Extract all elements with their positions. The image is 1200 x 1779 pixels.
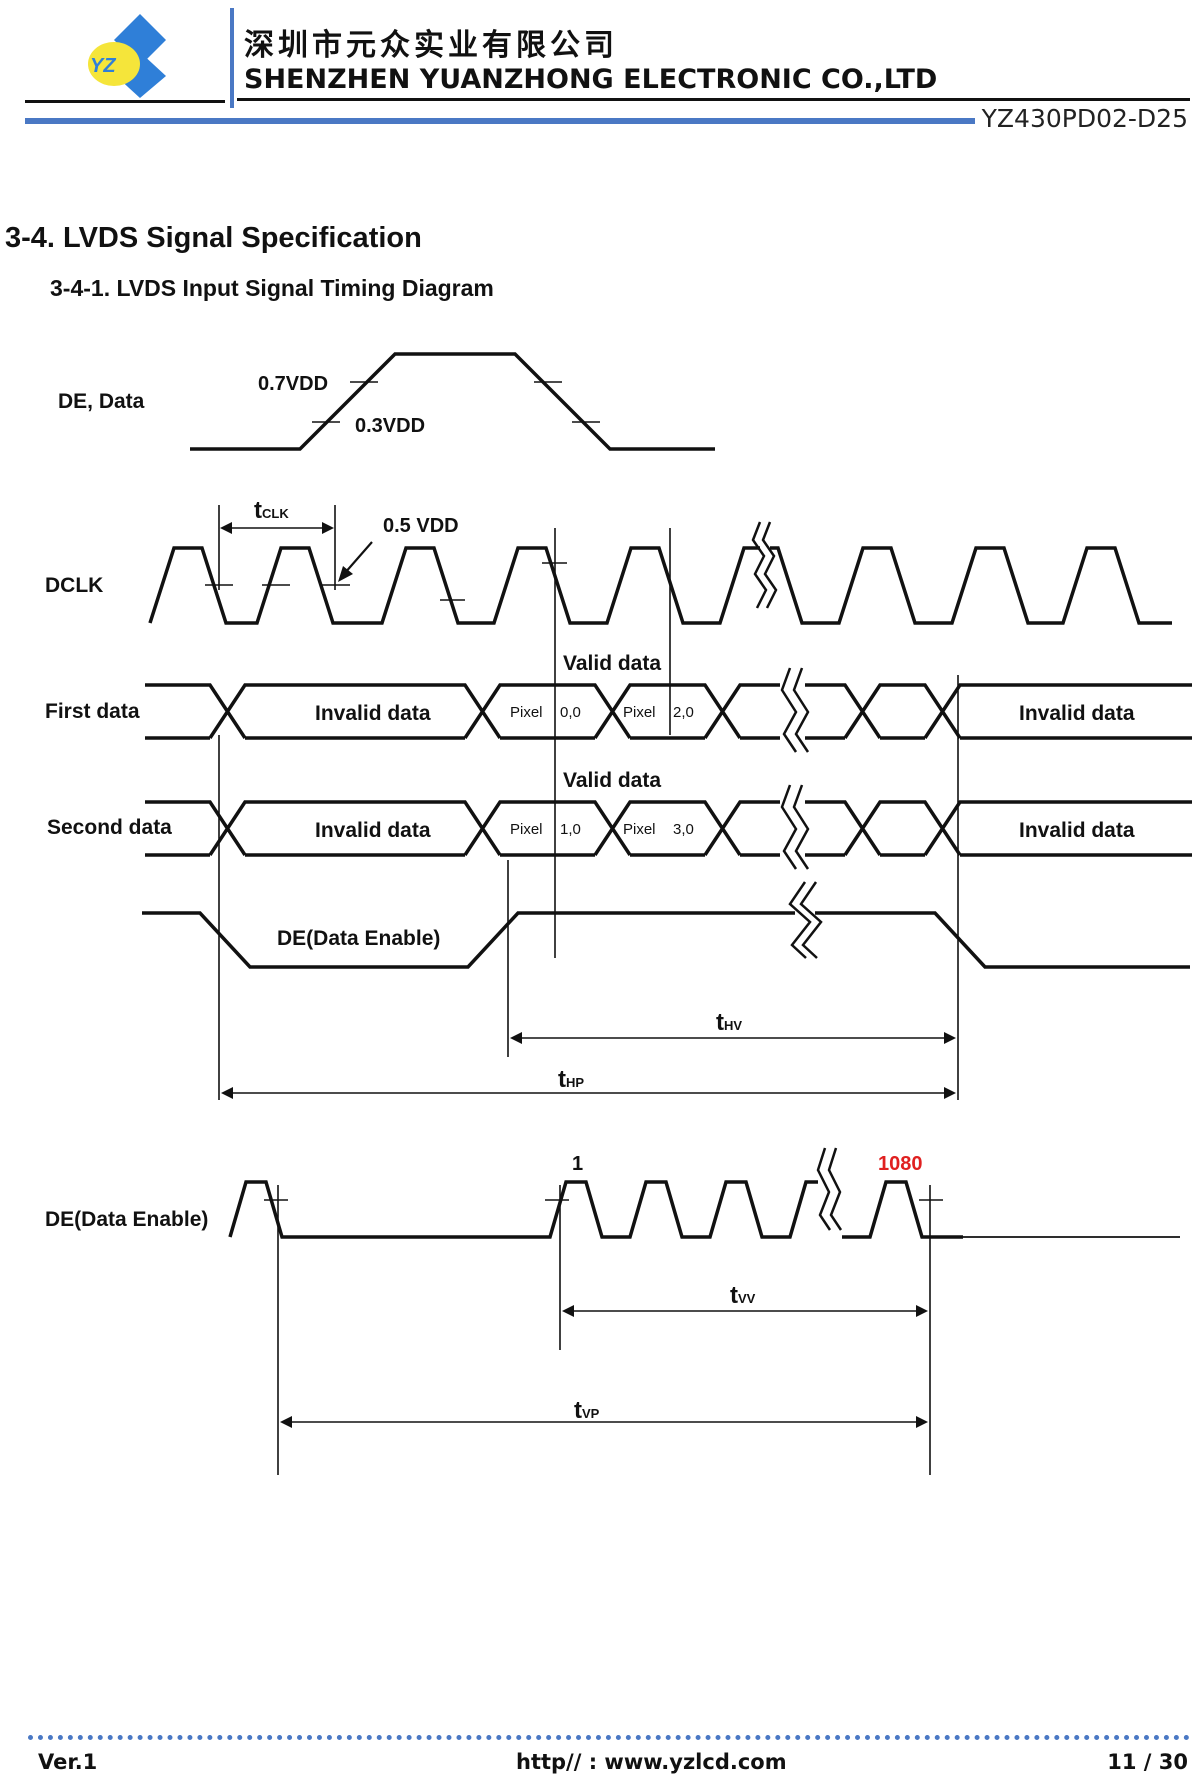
tvp-arrowhead-left: [280, 1416, 292, 1428]
second-data-pixel-10-word: Pixel: [510, 821, 543, 838]
dclk-trace-right: [770, 546, 1172, 625]
thv-label: tHV: [716, 1009, 742, 1036]
thv-arrowhead-left: [510, 1032, 522, 1044]
de-vertical-waveform: DE(Data Enable) 1 1080 tVV tVP: [45, 1147, 1180, 1475]
header-vertical-rule: [230, 8, 234, 108]
half-vdd-label: 0.5 VDD: [383, 515, 459, 537]
tvv-arrowhead-right: [916, 1305, 928, 1317]
header-rule-left: [25, 100, 225, 103]
first-data-waveform: First data Valid data Invalid data Pixel…: [45, 652, 1192, 753]
thp-label: tHP: [558, 1066, 584, 1093]
dclk-trace-left: [148, 546, 760, 625]
footer-version: Ver.1: [38, 1750, 98, 1774]
de-h-trace: [142, 911, 1190, 969]
half-vdd-pointer-head: [338, 566, 353, 582]
first-data-pixel-20-index: 2,0: [673, 704, 694, 721]
second-data-valid-label: Valid data: [563, 769, 661, 792]
de-data-waveform: DE, Data 0.7VDD 0.3VDD: [58, 352, 715, 451]
de-v-trace-left: [228, 1180, 818, 1239]
logo-sun: [88, 42, 140, 86]
first-data-break-mark: [780, 667, 810, 753]
thp-arrowhead-left: [221, 1087, 233, 1099]
de-v-last-line-label: 1080: [878, 1153, 923, 1175]
tvp-arrowhead-right: [916, 1416, 928, 1428]
header: YZ 深圳市元众实业有限公司 SHENZHEN YUANZHONG ELECTR…: [0, 0, 1200, 140]
tclk-label: tCLK: [254, 497, 289, 524]
dclk-break-mark-left: [751, 521, 768, 609]
first-data-invalid-left: Invalid data: [315, 702, 431, 725]
header-rule-right: [237, 98, 1190, 101]
header-blue-bar: [25, 118, 975, 124]
dclk-label: DCLK: [45, 574, 103, 597]
half-vdd-pointer: [343, 541, 373, 575]
second-data-invalid-left: Invalid data: [315, 819, 431, 842]
de-h-label: DE(Data Enable): [277, 927, 440, 950]
de-v-first-line-label: 1: [572, 1153, 583, 1175]
tclk-arrowhead-right: [322, 522, 334, 534]
tvv-arrowhead-left: [562, 1305, 574, 1317]
first-data-invalid-right: Invalid data: [1019, 702, 1135, 725]
first-data-pixel-20-word: Pixel: [623, 704, 656, 721]
thv-arrowhead-right: [944, 1032, 956, 1044]
footer-page-number: 11 / 30: [1107, 1750, 1188, 1774]
second-data-bus-top: [145, 800, 1192, 856]
de-v-label: DE(Data Enable): [45, 1208, 208, 1231]
first-data-label: First data: [45, 700, 140, 723]
de-data-label: DE, Data: [58, 390, 145, 413]
subsection-title: 3-4-1. LVDS Input Signal Timing Diagram: [50, 275, 494, 301]
footer-dotted-rule: [28, 1735, 1190, 1740]
dclk-waveform: DCLK tCLK 0.5 VDD: [45, 497, 1172, 958]
company-name-cn: 深圳市元众实业有限公司: [244, 28, 618, 63]
company-name-en: SHENZHEN YUANZHONG ELECTRONIC CO.,LTD: [244, 64, 938, 95]
de-data-trace: [190, 352, 715, 451]
dclk-break-mark-right: [761, 521, 778, 609]
de-horizontal-waveform: DE(Data Enable) tHV tHP: [142, 675, 1190, 1100]
thp-arrowhead-right: [944, 1087, 956, 1099]
tvv-label: tVV: [730, 1282, 756, 1309]
second-data-waveform: Second data Valid data Invalid data Pixe…: [47, 769, 1192, 870]
logo-text: YZ: [90, 55, 116, 77]
second-data-label: Second data: [47, 816, 172, 839]
second-data-pixel-30-index: 3,0: [673, 821, 694, 838]
tclk-arrowhead-left: [220, 522, 232, 534]
section-title: 3-4. LVDS Signal Specification: [5, 222, 422, 254]
first-data-bus-top: [145, 683, 1192, 739]
tvp-label: tVP: [574, 1397, 600, 1424]
first-data-valid-label: Valid data: [563, 652, 661, 675]
level-03vdd-label: 0.3VDD: [355, 415, 425, 437]
model-number: YZ430PD02-D25: [981, 104, 1188, 133]
second-data-pixel-30-word: Pixel: [623, 821, 656, 838]
company-logo: YZ: [88, 14, 166, 98]
footer-url: http// : www.yzlcd.com: [516, 1750, 787, 1774]
de-v-trace-right: [842, 1180, 963, 1239]
second-data-invalid-right: Invalid data: [1019, 819, 1135, 842]
first-data-pixel-00-word: Pixel: [510, 704, 543, 721]
second-data-pixel-10-index: 1,0: [560, 821, 581, 838]
de-v-break-mark: [816, 1147, 843, 1231]
level-07vdd-label: 0.7VDD: [258, 373, 328, 395]
first-data-pixel-00-index: 0,0: [560, 704, 581, 721]
de-h-break-mark: [788, 881, 823, 959]
second-data-break-mark: [780, 784, 810, 870]
